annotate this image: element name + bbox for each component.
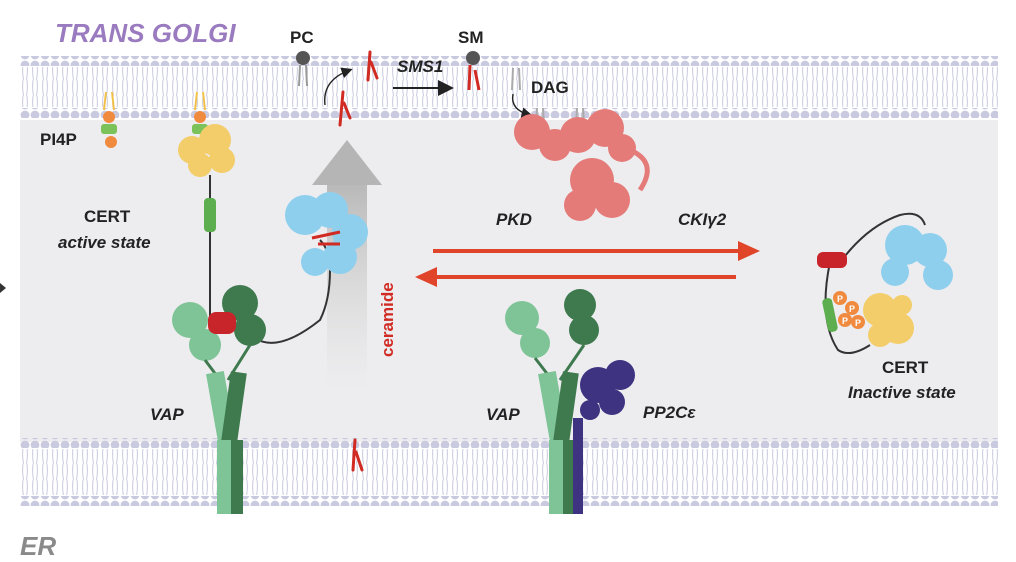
phospho-mark-3: P [842,316,848,326]
pp2ce-protein [573,360,635,514]
pkd-label: PKD [496,210,532,229]
cert-active-green-motif [204,198,216,232]
ckig2-label: CKIγ2 [678,210,727,229]
phosphorylation-arrow [433,241,760,261]
ceramide-molecule-er [351,438,364,472]
golgi-membrane [20,56,998,118]
cert-inactive-state: Inactive state [848,383,956,402]
ceramide-label: ceramide [378,282,397,357]
dag-label: DAG [531,78,569,97]
er-membrane [20,438,998,506]
phospho-mark-2: P [849,304,855,314]
trans-golgi-label: TRANS GOLGI [55,18,236,48]
cert-active-start-domain [285,192,368,276]
flip-arrow-icon [324,67,353,106]
cert-active-ph-domain [178,91,235,177]
cert-inactive-ffat [817,252,847,268]
cert-inactive-name: CERT [882,358,929,377]
dag-arrow-icon [511,93,533,119]
phospho-mark-1: P [837,294,843,304]
dephosphorylation-arrow [415,267,736,287]
ceramide-in-start-domain [311,230,341,246]
er-label: ER [20,531,56,561]
cert-inactive-green-motif [822,298,838,332]
cert-inactive-linker [824,212,926,355]
sm-lipid-icon [466,51,481,91]
phospho-mark-4: P [855,318,861,328]
sm-label: SM [458,28,484,47]
pi4p-label: PI4P [40,130,77,149]
sms1-label: SMS1 [397,57,443,76]
vap-left-label: VAP [150,405,184,424]
vap-right-label: VAP [486,405,520,424]
cert-inactive-start-domain [881,225,953,290]
cert-active-state: active state [58,233,151,252]
ceramide-molecule-golgi [338,90,352,127]
pp2ce-label: PP2Cε [643,403,696,422]
pc-label: PC [290,28,314,47]
vap-right-protein [505,289,599,514]
cert-inactive-ph-domain [863,293,914,347]
cytosol-space [20,120,998,442]
pc-lipid-icon [296,51,310,87]
pkd-protein [514,109,650,221]
vap-left-protein [172,285,266,514]
phosphate-cluster: P P P P [833,291,865,329]
cert-active-name: CERT [84,207,131,226]
pi4p-lipid-icon [101,91,117,148]
ceramide-molecule-top [366,50,379,82]
ffat-motif [208,312,236,334]
edge-arrow-icon [0,283,6,293]
